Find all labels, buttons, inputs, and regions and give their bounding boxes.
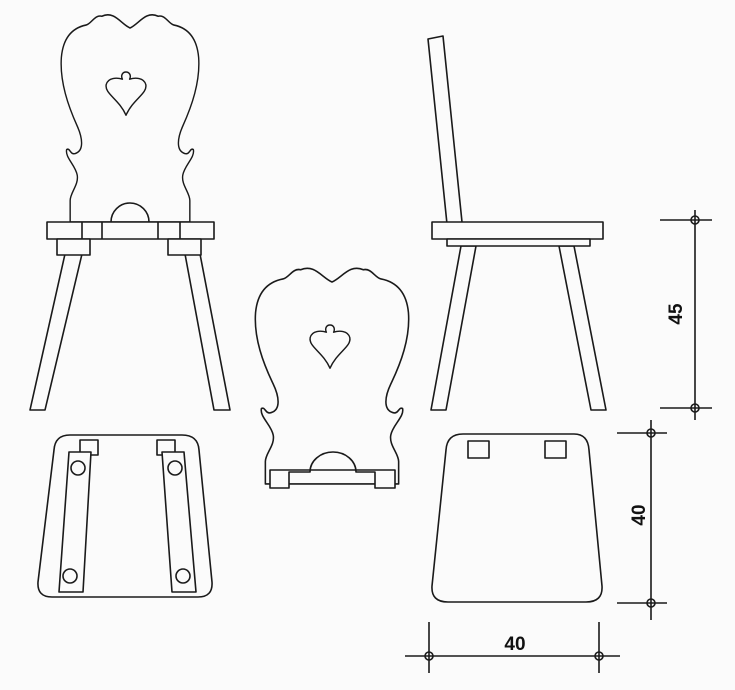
front-right-block: [167, 238, 202, 256]
backrest-tenons: [269, 451, 396, 489]
dimension-width: 40: [405, 622, 620, 673]
front-seat: [46, 221, 215, 240]
front-left-leg: [29, 253, 83, 411]
width-label: 40: [504, 634, 525, 655]
side-backrest: [427, 35, 463, 225]
right-batten: [161, 451, 197, 593]
bottom-view: [37, 434, 213, 598]
backrest-arch: [110, 202, 150, 223]
depth-label: 40: [629, 504, 650, 525]
front-view: [29, 14, 231, 411]
front-backrest: [60, 14, 200, 223]
side-left-leg: [430, 245, 477, 411]
dimension-depth: 40: [617, 420, 667, 620]
left-batten: [58, 451, 92, 593]
side-seat: [431, 221, 604, 240]
height-label: 45: [666, 303, 687, 325]
front-left-block: [56, 238, 91, 256]
front-right-leg: [184, 253, 231, 411]
dimension-height: 45: [660, 210, 712, 420]
side-right-leg: [558, 245, 607, 411]
backrest-detail: [254, 267, 410, 489]
seat-plan: [431, 433, 603, 603]
seat-top-view: [431, 433, 603, 603]
side-seat-rail: [446, 238, 591, 247]
side-view: [427, 35, 607, 411]
